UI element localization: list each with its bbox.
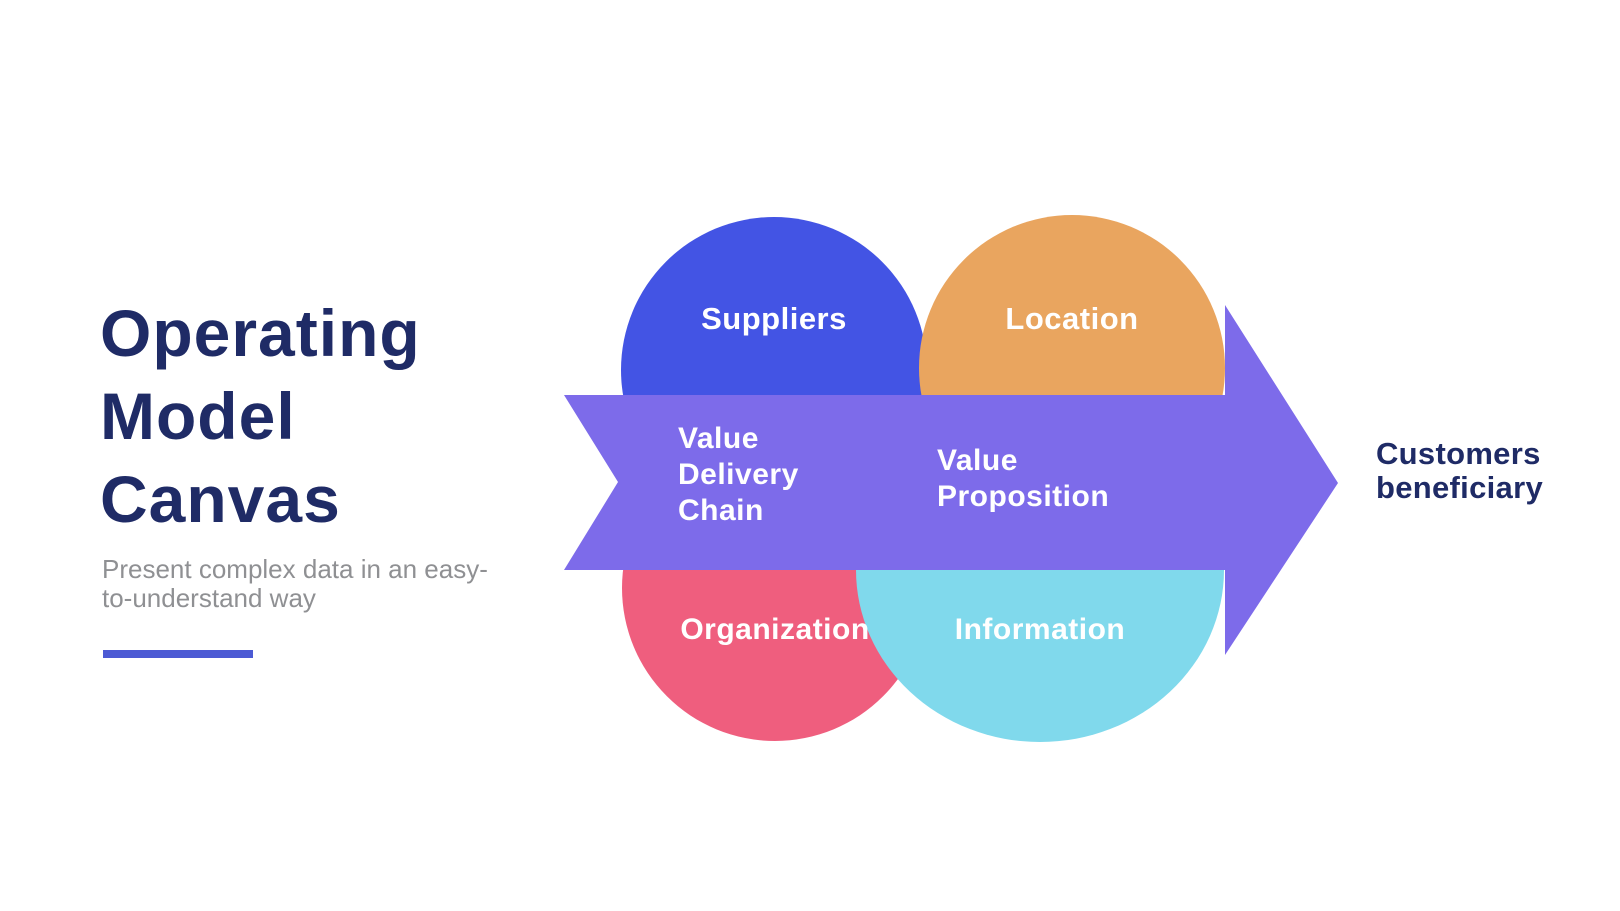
customers-beneficiary-label: Customers beneficiary <box>1376 436 1543 505</box>
value-proposition-label: Value Proposition <box>937 444 1110 513</box>
value-chain-arrow <box>564 305 1338 655</box>
suppliers-label: Suppliers <box>701 301 847 336</box>
organization-label: Organization <box>680 613 870 646</box>
page-title: Operating Model Canvas <box>100 296 421 536</box>
value-delivery-chain-label: Value Delivery Chain <box>678 422 799 527</box>
accent-underline <box>103 650 253 658</box>
location-label: Location <box>1005 301 1139 336</box>
page-subtitle: Present complex data in an easy- to-unde… <box>102 554 488 613</box>
intro-block: Operating Model Canvas Present complex d… <box>100 292 520 658</box>
information-label: Information <box>954 613 1126 646</box>
